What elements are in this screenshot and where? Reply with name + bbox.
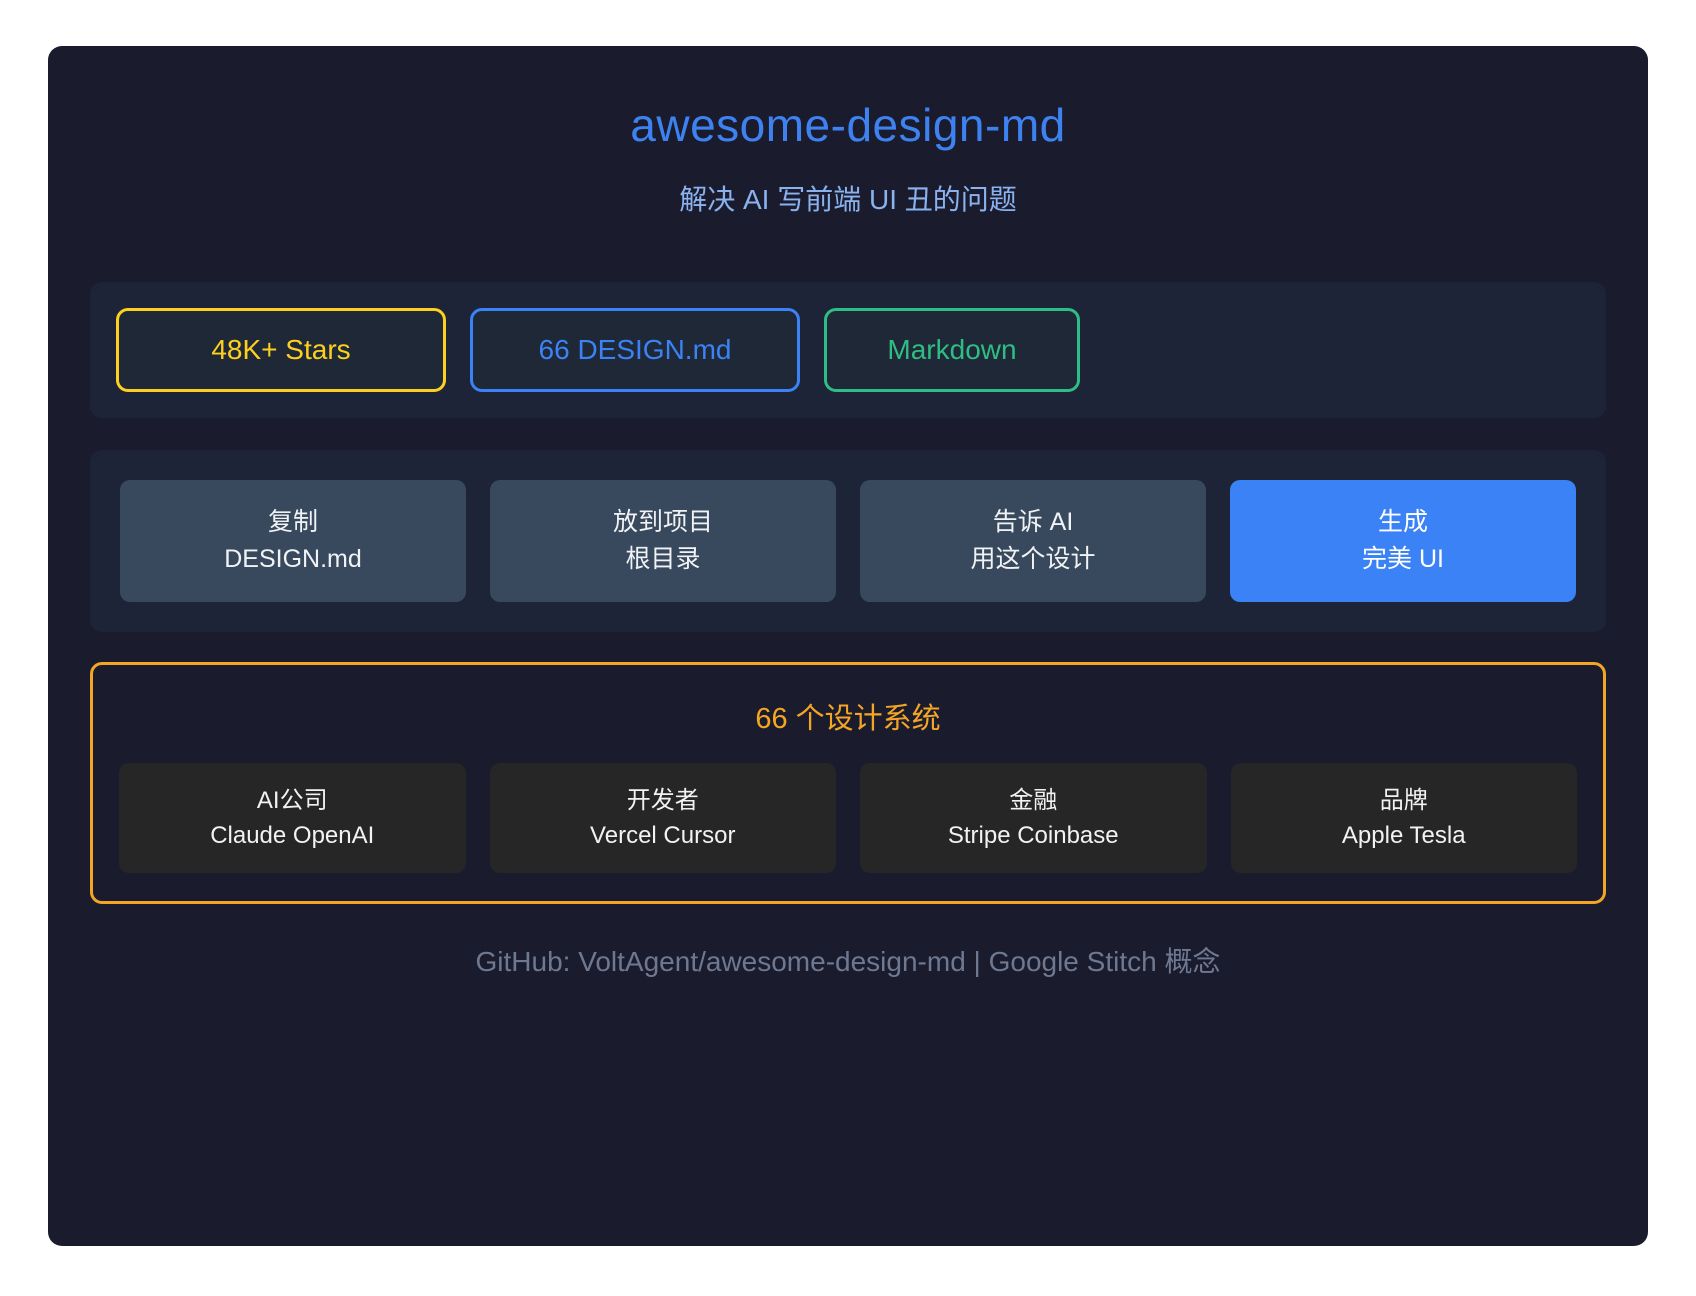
steps-panel: 复制 DESIGN.md 放到项目 根目录 告诉 AI 用这个设计 生成 完美 … [90,450,1606,632]
step-card-tell-ai-line2: 用这个设计 [970,545,1096,573]
category-ai-examples: Claude OpenAI [210,822,375,849]
design-systems-categories: AI公司 Claude OpenAI 开发者 Vercel Cursor 金融 … [119,763,1577,873]
badge-design-md-count: 66 DESIGN.md [470,308,800,392]
step-card-copy-line2: DESIGN.md [224,545,362,573]
category-dev-examples: Vercel Cursor [590,822,736,849]
step-card-copy-line1: 复制 [267,508,318,536]
category-card-brands: 品牌 Apple Tesla [1230,763,1577,873]
badge-stars: 48K+ Stars [116,308,446,392]
step-card-generate-line2: 完美 UI [1362,545,1444,573]
category-ai-name: AI公司 [256,787,328,814]
category-card-ai-companies: AI公司 Claude OpenAI [119,763,466,873]
badge-stars-label: 48K+ Stars [211,334,351,365]
main-card: awesome-design-md 解决 AI 写前端 UI 丑的问题 48K+… [48,46,1648,1246]
category-dev-name: 开发者 [626,787,699,814]
step-card-copy: 复制 DESIGN.md [120,480,466,602]
footer-attribution: GitHub: VoltAgent/awesome-design-md | Go… [475,946,1221,977]
step-card-place-line1: 放到项目 [612,508,713,536]
step-card-tell-ai: 告诉 AI 用这个设计 [860,480,1206,602]
page-title: awesome-design-md [630,99,1066,151]
step-card-generate-ui: 生成 完美 UI [1230,480,1576,602]
step-card-generate-line1: 生成 [1377,508,1428,536]
design-systems-section: 66 个设计系统 AI公司 Claude OpenAI 开发者 Vercel C… [90,662,1606,904]
step-card-place-line2: 根目录 [625,545,701,573]
step-card-tell-ai-line1: 告诉 AI [992,508,1074,536]
step-card-place-in-project: 放到项目 根目录 [490,480,836,602]
badge-design-md-count-label: 66 DESIGN.md [538,334,732,365]
badge-markdown: Markdown [824,308,1080,392]
category-brand-name: 品牌 [1379,787,1428,814]
design-systems-title: 66 个设计系统 [755,703,941,735]
badges-panel: 48K+ Stars 66 DESIGN.md Markdown [90,282,1606,418]
category-finance-examples: Stripe Coinbase [947,822,1119,849]
page-subtitle: 解决 AI 写前端 UI 丑的问题 [679,184,1017,215]
badge-markdown-label: Markdown [887,334,1017,365]
category-card-finance: 金融 Stripe Coinbase [860,763,1207,873]
category-brand-examples: Apple Tesla [1341,822,1466,849]
category-finance-name: 金融 [1009,787,1058,814]
category-card-developers: 开发者 Vercel Cursor [489,763,836,873]
